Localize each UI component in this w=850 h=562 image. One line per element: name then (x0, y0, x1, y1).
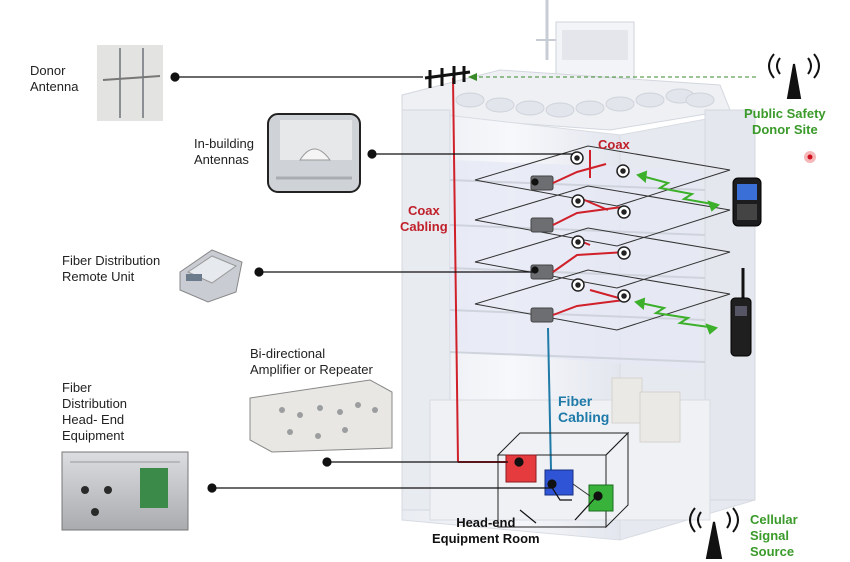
smartphone-icon (732, 177, 762, 227)
donor-antenna-label: Donor Antenna (30, 63, 79, 94)
radio-icon (730, 268, 752, 357)
head-end-room-label: Head-end Equipment Room (432, 515, 540, 546)
bda-label: Bi-directional Amplifier or Repeater (250, 346, 373, 377)
in-building-antenna-photo (267, 113, 361, 193)
wireless-links (634, 170, 721, 335)
fiber-cabling-label: Fiber Cabling (558, 393, 610, 425)
rooftop-antenna-icon (424, 66, 471, 88)
remote-unit-photo (179, 249, 243, 303)
fiber-head-end-label: Fiber Distribution Head- End Equipment (62, 380, 128, 443)
floor-planes (474, 145, 731, 331)
public-safety-label: Public Safety Donor Site (744, 106, 826, 137)
leader-lines (170, 72, 603, 524)
head-end-room (496, 431, 630, 529)
coax-label: Coax (598, 137, 630, 152)
amplifier-photo (249, 379, 393, 453)
cell-tower-icon (768, 53, 820, 99)
building-illustration (401, 0, 756, 541)
ceiling-antennas (570, 151, 631, 303)
donor-antenna-photo (97, 45, 163, 121)
coax-cabling-lines (452, 77, 627, 463)
cellular-source-label: Cellular Signal Source (750, 512, 798, 559)
fiber-cabling-lines (547, 327, 552, 471)
coax-cabling-label: Coax Cabling (400, 203, 448, 234)
cell-tower-icon-cellular (689, 507, 739, 559)
in-building-antennas-label: In-building Antennas (194, 136, 254, 167)
fiber-remote-unit-label: Fiber Distribution Remote Unit (62, 253, 161, 284)
head-end-rack-photo (61, 451, 189, 531)
